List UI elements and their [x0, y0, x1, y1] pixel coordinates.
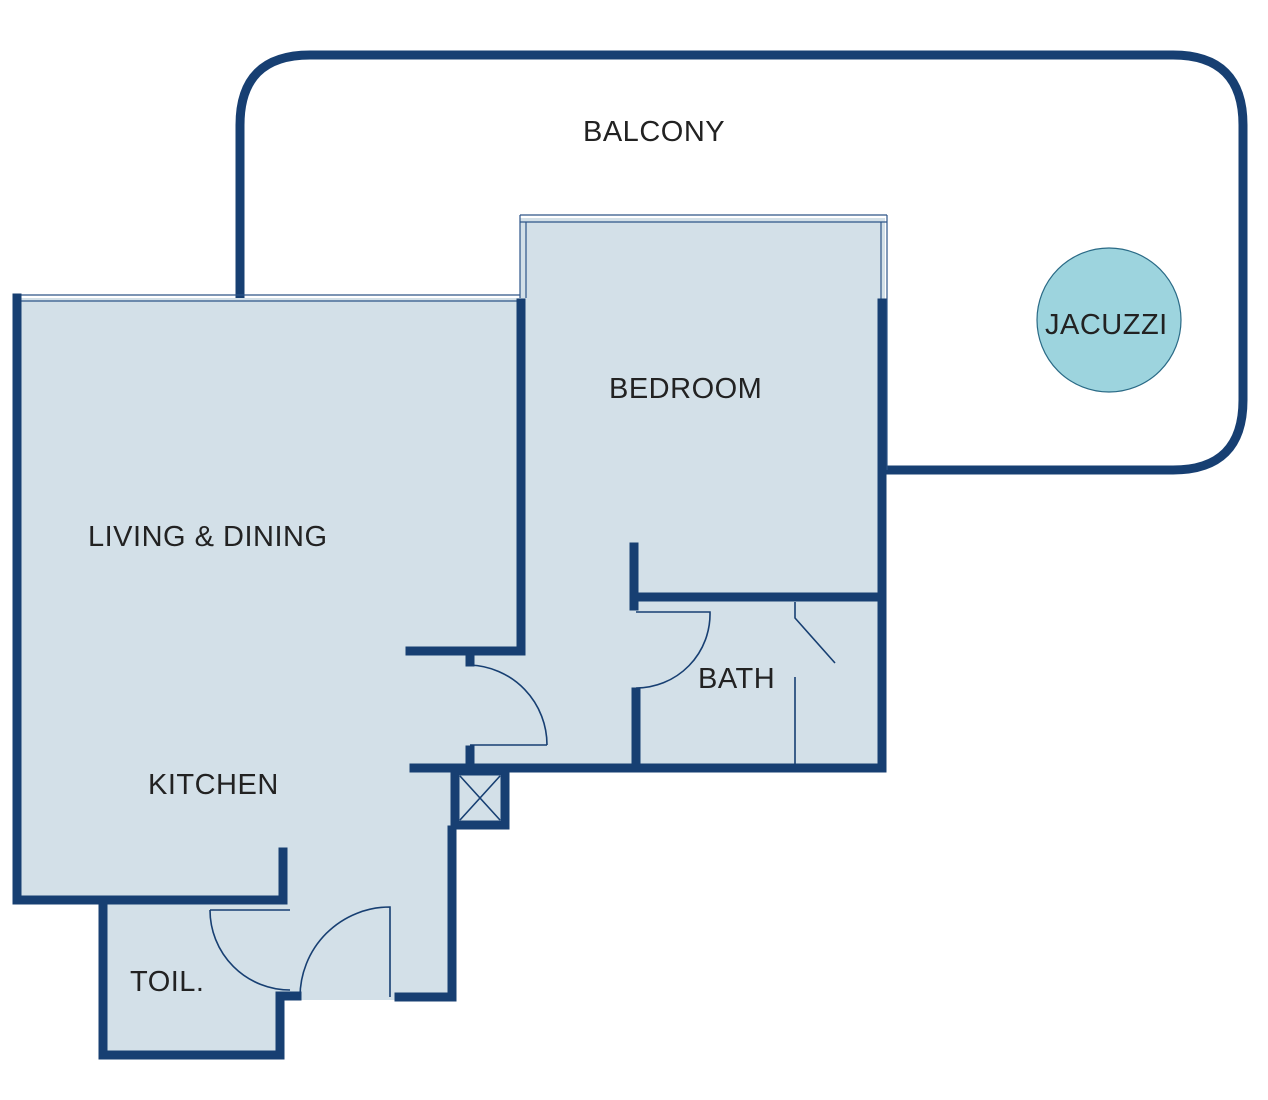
- windows: [17, 214, 888, 470]
- label-toilet: TOIL.: [130, 966, 205, 998]
- label-jacuzzi: JACUZZI: [1045, 309, 1168, 341]
- label-balcony: BALCONY: [583, 116, 725, 148]
- shower-screen: [794, 602, 836, 765]
- kitchen-door: [299, 906, 391, 998]
- toilet-door: [209, 909, 291, 991]
- living-door: [469, 664, 548, 746]
- label-living-dining: LIVING & DINING: [88, 521, 328, 553]
- label-bath: BATH: [698, 663, 775, 695]
- shaft-icon: [459, 775, 501, 821]
- label-bedroom: BEDROOM: [609, 373, 762, 405]
- jacuzzi-tub: [1036, 247, 1182, 393]
- balcony-outline: [235, 50, 1248, 475]
- walls: [12, 293, 887, 1060]
- label-kitchen: KITCHEN: [148, 769, 279, 801]
- floor-area: [17, 218, 885, 1055]
- doors: [209, 602, 836, 998]
- bath-door: [635, 611, 711, 689]
